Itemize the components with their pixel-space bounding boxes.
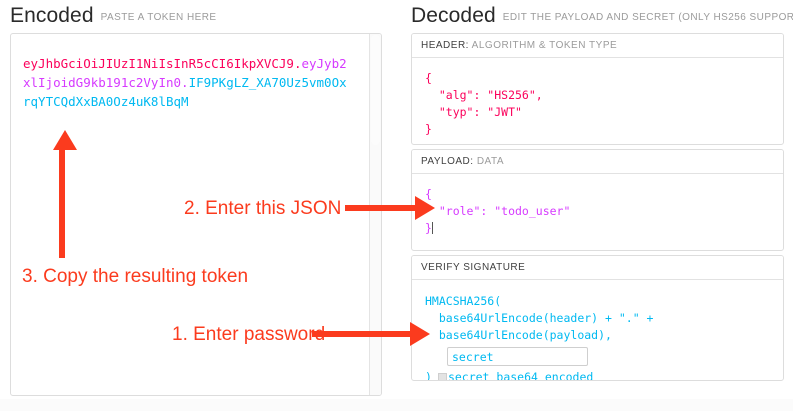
sig-line-3: base64UrlEncode(payload), xyxy=(425,328,612,342)
decoded-signature-label-strong: VERIFY SIGNATURE xyxy=(421,262,526,273)
annotation-step-3-arrow-shaft xyxy=(59,148,65,258)
decoded-payload-label: PAYLOAD: DATA xyxy=(412,150,783,174)
encoded-heading: Encoded xyxy=(10,4,94,27)
annotation-step-2-arrow-head xyxy=(415,196,435,220)
secret-input[interactable] xyxy=(447,347,588,366)
encoded-panel-scrollbar[interactable] xyxy=(369,34,381,395)
annotation-step-3-arrow-head xyxy=(53,130,77,150)
decoded-header-label-strong: HEADER: xyxy=(421,40,469,51)
decoded-heading-group: Decoded EDIT THE PAYLOAD AND SECRET (ONLY… xyxy=(411,4,793,28)
encoded-token-text[interactable]: eyJhbGciOiJIUzI1NiIsInR5cCI6IkpXVCJ9.eyJ… xyxy=(23,54,353,111)
token-header-segment: eyJhbGciOiJIUzI1NiIsInR5cCI6IkpXVCJ9 xyxy=(23,56,294,71)
encoded-heading-group: Encoded PASTE A TOKEN HERE xyxy=(10,4,217,28)
decoded-header-label: HEADER: ALGORITHM & TOKEN TYPE xyxy=(412,34,783,58)
decoded-signature-section: VERIFY SIGNATURE HMACSHA256( base64UrlEn… xyxy=(411,255,784,381)
token-separator-1: . xyxy=(293,56,302,71)
token-separator-2: . xyxy=(181,75,189,90)
decoded-payload-label-strong: PAYLOAD: xyxy=(421,156,474,167)
annotation-step-1-arrow-head xyxy=(410,322,430,346)
decoded-header-label-rest: ALGORITHM & TOKEN TYPE xyxy=(468,40,618,51)
page-bottom-edge xyxy=(0,399,793,411)
decoded-signature-label: VERIFY SIGNATURE xyxy=(412,256,783,280)
sig-closing-paren: ) xyxy=(425,370,432,381)
annotation-step-3-text: 3. Copy the resulting token xyxy=(22,266,249,287)
decoded-header-section: HEADER: ALGORITHM & TOKEN TYPE { "alg": … xyxy=(411,33,784,145)
token-signature-segment: IF9PKgLZ_XA70Uz5vm0OxrqYTCQdXxBA0Oz4uK8l… xyxy=(23,75,347,109)
decoded-heading: Decoded xyxy=(411,4,496,27)
text-caret xyxy=(431,222,433,234)
decoded-signature-body: HMACSHA256( base64UrlEncode(header) + ".… xyxy=(412,280,783,380)
encoded-panel-scrollbar-thumb[interactable] xyxy=(371,35,380,145)
decoded-payload-json-text: { "role": "todo_user" } xyxy=(425,187,571,235)
token-payload-segment: eyJyb2xlIjoidG9kb191c2VyIn0 xyxy=(23,56,347,90)
base64-encoded-row: ) secret base64 encoded xyxy=(425,370,594,381)
sig-line-2: base64UrlEncode(header) + "." + xyxy=(425,311,654,325)
secret-base64-checkbox[interactable] xyxy=(437,373,447,380)
annotation-step-1-text: 1. Enter password xyxy=(172,324,326,345)
annotation-step-2-arrow-shaft xyxy=(345,205,419,211)
encoded-token-panel[interactable]: eyJhbGciOiJIUzI1NiIsInR5cCI6IkpXVCJ9.eyJ… xyxy=(10,33,382,396)
encoded-subheading: PASTE A TOKEN HERE xyxy=(100,12,217,23)
decoded-payload-json[interactable]: { "role": "todo_user" } xyxy=(412,174,783,250)
secret-base64-label[interactable]: secret base64 encoded xyxy=(447,370,594,381)
annotation-step-1-arrow-shaft xyxy=(312,331,414,337)
decoded-payload-label-rest: DATA xyxy=(473,156,505,167)
decoded-panel: HEADER: ALGORITHM & TOKEN TYPE { "alg": … xyxy=(411,33,784,388)
decoded-header-json[interactable]: { "alg": "HS256", "typ": "JWT" } xyxy=(425,71,543,136)
sig-line-1: HMACSHA256( xyxy=(425,294,502,308)
annotation-step-2-text: 2. Enter this JSON xyxy=(184,198,342,219)
decoded-subheading: EDIT THE PAYLOAD AND SECRET (ONLY HS256 … xyxy=(502,12,793,23)
decoded-payload-section: PAYLOAD: DATA { "role": "todo_user" } xyxy=(411,149,784,251)
